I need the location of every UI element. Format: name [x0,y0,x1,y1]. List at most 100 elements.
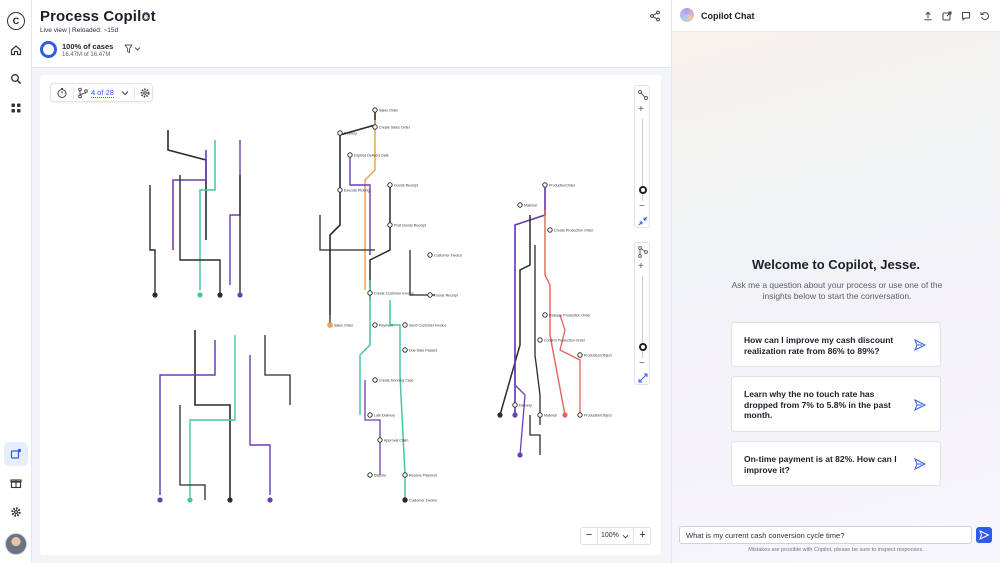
zoom-out-icon[interactable]: − [639,201,645,212]
collapse-icon[interactable] [638,216,648,226]
apps-grid-icon[interactable] [4,96,28,120]
graph-node-label: Material [524,204,537,208]
share-icon[interactable] [649,10,661,22]
graph-node[interactable] [542,312,548,318]
graph-cluster-right [499,185,581,456]
page-title: Process Copilot [40,8,156,25]
graph-node[interactable] [377,437,383,443]
variant-count[interactable]: 4 of 28 [91,88,114,98]
send-icon[interactable] [914,458,926,470]
graph-node[interactable] [512,402,518,408]
process-map-canvas[interactable]: 4 of 28 [40,75,661,555]
graph-cluster-bottom-left [159,330,291,500]
app-logo[interactable]: C [7,12,25,30]
chevron-down-icon[interactable] [121,89,129,97]
send-icon[interactable] [914,399,926,411]
settings-gear-icon[interactable] [4,500,28,524]
info-icon[interactable]: i [142,12,150,20]
graph-node-label: Goods Receipt [434,294,458,298]
graph-node[interactable] [327,322,333,328]
connections-icon[interactable] [636,245,650,259]
graph-node-label: Customer Invoice [434,254,462,258]
zoom-slider-track[interactable] [642,119,643,201]
graph-node[interactable] [402,322,408,328]
chat-send-button[interactable] [976,527,992,543]
suggestion-card-3[interactable]: On-time payment is at 82%. How can I imp… [731,441,941,486]
hierarchy-icon[interactable] [636,88,650,102]
zoom-in-button[interactable]: + [633,528,651,544]
graph-node[interactable] [387,182,393,188]
open-new-icon[interactable] [942,11,952,21]
graph-end-node[interactable] [517,452,523,458]
detail-increase-icon[interactable]: + [638,261,644,272]
zoom-chevron-down-icon[interactable] [622,533,629,540]
graph-node[interactable] [337,187,343,193]
process-copilot-icon[interactable] [4,442,28,466]
graph-node[interactable] [372,322,378,328]
graph-end-node[interactable] [197,292,203,298]
zoom-slider-top: + − [634,85,650,228]
graph-end-node[interactable] [152,292,158,298]
graph-end-node[interactable] [402,497,408,503]
graph-node[interactable] [387,222,393,228]
graph-end-node[interactable] [227,497,233,503]
graph-end-node[interactable] [187,497,193,503]
graph-node[interactable] [542,182,548,188]
graph-node[interactable] [427,292,433,298]
graph-node[interactable] [537,337,543,343]
chat-history-icon[interactable] [961,11,971,21]
clock-icon[interactable] [56,87,68,99]
home-icon[interactable] [4,38,28,62]
send-icon[interactable] [914,339,926,351]
user-avatar[interactable] [5,533,27,555]
suggestion-text: How can I improve my cash discount reali… [744,335,894,356]
graph-node[interactable] [372,124,378,130]
graph-node[interactable] [367,472,373,478]
suggestion-card-1[interactable]: How can I improve my cash discount reali… [731,322,941,367]
map-settings-icon[interactable] [139,87,151,99]
reset-icon[interactable] [980,11,990,21]
graph-end-node[interactable] [157,497,163,503]
zoom-out-button[interactable]: − [581,528,598,544]
graph-node[interactable] [577,412,583,418]
graph-node[interactable] [537,412,543,418]
graph-end-node[interactable] [267,497,273,503]
zoom-slider-handle[interactable] [639,186,647,194]
detail-slider-handle[interactable] [639,343,647,351]
graph-end-node[interactable] [327,322,333,328]
graph-end-node[interactable] [217,292,223,298]
graph-node[interactable] [337,130,343,136]
detail-decrease-icon[interactable]: − [639,358,645,369]
graph-node[interactable] [402,472,408,478]
graph-end-node[interactable] [237,292,243,298]
graph-node[interactable] [367,412,373,418]
graph-node[interactable] [547,227,553,233]
graph-node-label: Create Production Order [554,229,594,233]
graph-node[interactable] [372,107,378,113]
graph-node[interactable] [372,377,378,383]
graph-node-label: Confirm Production Order [544,339,586,343]
chat-message-input[interactable] [679,526,972,544]
graph-end-node[interactable] [562,412,568,418]
expand-icon[interactable] [638,373,648,383]
graph-node[interactable] [427,252,433,258]
variants-icon[interactable] [77,87,89,99]
suggestion-card-2[interactable]: Learn why the no touch rate has dropped … [731,376,941,432]
graph-node[interactable] [347,152,353,158]
filter-dropdown-button[interactable] [124,44,142,56]
search-icon[interactable] [4,67,28,91]
graph-node[interactable] [402,497,408,503]
graph-end-node[interactable] [497,412,503,418]
detail-slider-track[interactable] [642,276,643,358]
graph-node[interactable] [402,347,408,353]
graph-end-node[interactable] [512,412,518,418]
gift-icon[interactable] [4,471,28,495]
upload-icon[interactable] [923,11,933,21]
zoom-in-icon[interactable]: + [638,104,644,115]
graph-node[interactable] [517,202,523,208]
filter-icon [124,44,141,54]
zoom-level[interactable]: 100% [601,532,619,539]
graph-node[interactable] [367,290,373,296]
graph-node[interactable] [577,352,583,358]
